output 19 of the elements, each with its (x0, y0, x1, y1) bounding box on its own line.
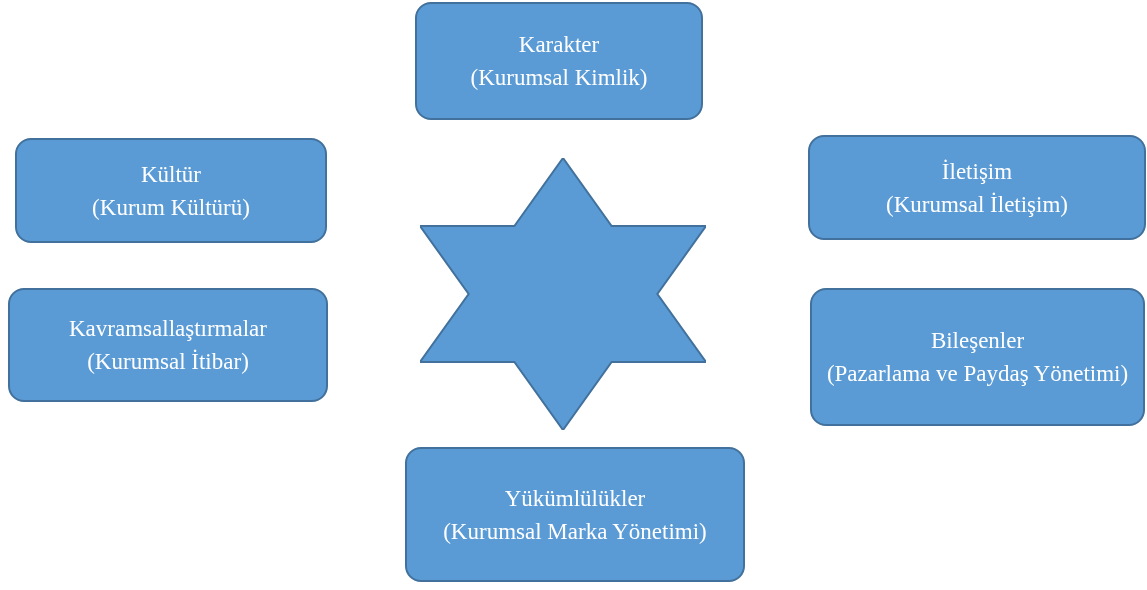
box-heading: Karakter (518, 31, 600, 59)
box-subtitle: (Kurumsal Marka Yönetimi) (443, 517, 707, 546)
box-heading: Bileşenler (930, 327, 1025, 355)
rounded-box (8, 288, 328, 402)
box-heading: Kavramsallaştırmalar (69, 315, 267, 343)
box-subtitle: (Kurumsal İtibar) (87, 348, 249, 376)
box-heading: Kültür (140, 160, 202, 189)
box-subtitle: (Pazarlama ve Paydaş Yönetimi) (826, 360, 1129, 388)
rounded-box (808, 135, 1146, 240)
box-subtitle: (Kurum Kültürü) (92, 193, 250, 222)
star-shape (420, 158, 706, 430)
box-heading: Yükümlülükler (504, 484, 646, 513)
box-heading: İletişim (941, 157, 1013, 186)
rounded-box (810, 288, 1145, 426)
box-subtitle: (Kurumsal Kimlik) (470, 64, 648, 92)
rounded-box (415, 2, 703, 120)
rounded-box (15, 138, 327, 243)
box-subtitle: (Kurumsal İletişim) (885, 190, 1068, 219)
rounded-box (405, 447, 745, 582)
